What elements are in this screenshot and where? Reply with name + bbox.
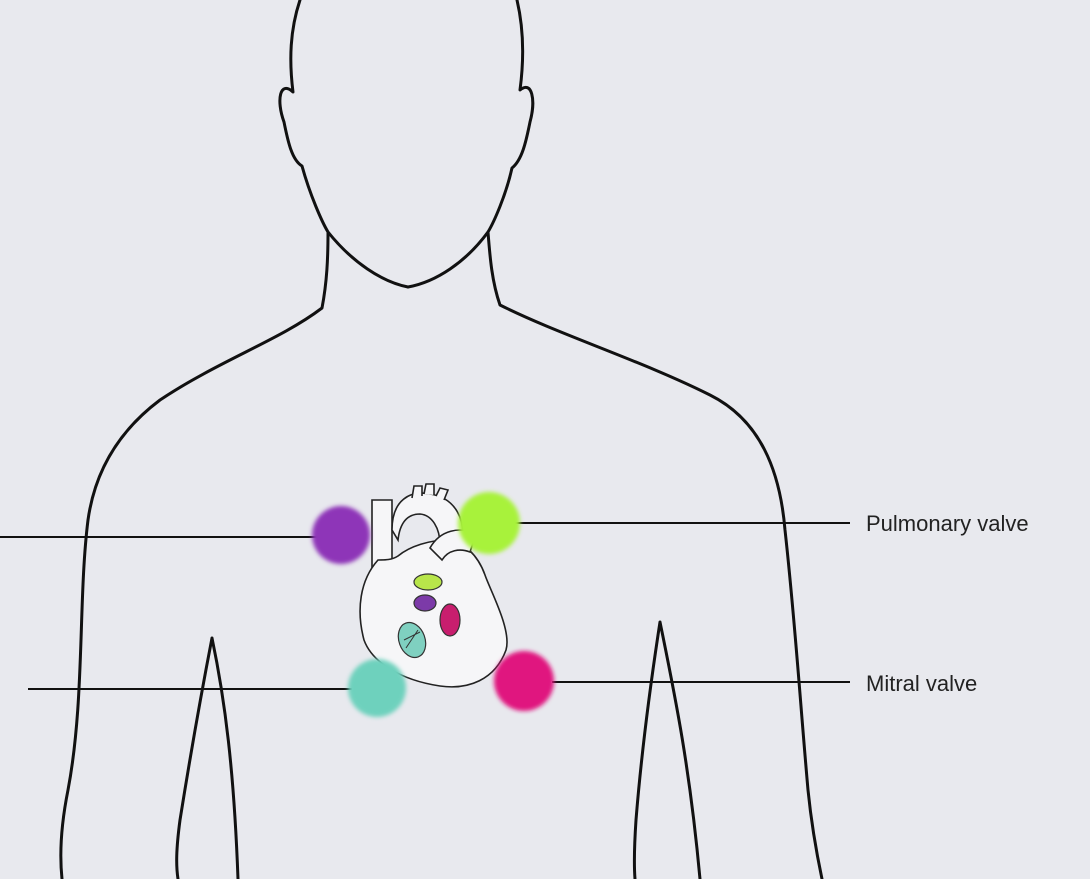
aortic-point-dot — [312, 506, 370, 564]
mitral-valve-label: Mitral valve — [866, 671, 978, 696]
tricuspid-valve-icon — [397, 621, 427, 659]
pulmonary-valve-icon — [413, 573, 443, 591]
pulmonary-point-dot — [458, 492, 520, 554]
pulmonary-valve-label: Pulmonary valve — [866, 511, 1029, 536]
tricuspid-point-dot — [348, 659, 406, 717]
body-outline — [59, 0, 824, 879]
mitral-point-dot — [494, 651, 554, 711]
right-armpit-line — [632, 620, 702, 879]
heart-valves — [397, 573, 461, 659]
mitral-valve-icon — [439, 603, 461, 637]
body-outline-right — [406, 0, 824, 879]
tricuspid-leaflet-lines — [403, 629, 421, 649]
great-vessel-branches — [411, 483, 450, 501]
aortic-valve-icon — [413, 594, 437, 612]
heart-body — [359, 539, 508, 688]
auscultation-points — [312, 492, 554, 717]
left-armpit-line — [175, 636, 240, 879]
leader-lines — [0, 522, 850, 690]
body-outline-left — [59, 0, 410, 879]
